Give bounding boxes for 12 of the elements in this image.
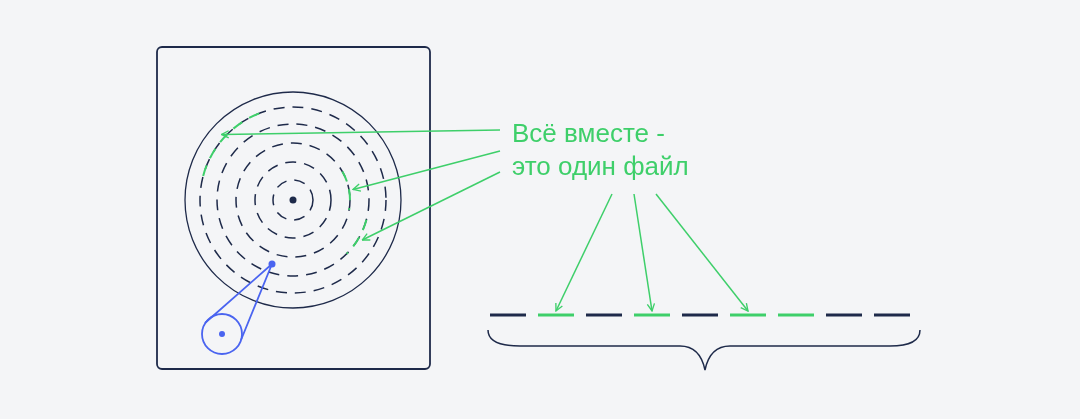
annotation-text: Всё вместе - это один файл xyxy=(512,117,702,183)
track-arc xyxy=(341,170,351,211)
arrow xyxy=(555,193,613,312)
track-arc xyxy=(345,218,368,255)
track-segment xyxy=(730,313,766,317)
arrow xyxy=(655,193,749,312)
arrow xyxy=(361,171,501,241)
track-segment xyxy=(634,313,670,317)
arrow xyxy=(352,150,501,192)
arrow xyxy=(220,129,501,139)
track-segment xyxy=(538,313,574,317)
arrow xyxy=(633,193,656,312)
